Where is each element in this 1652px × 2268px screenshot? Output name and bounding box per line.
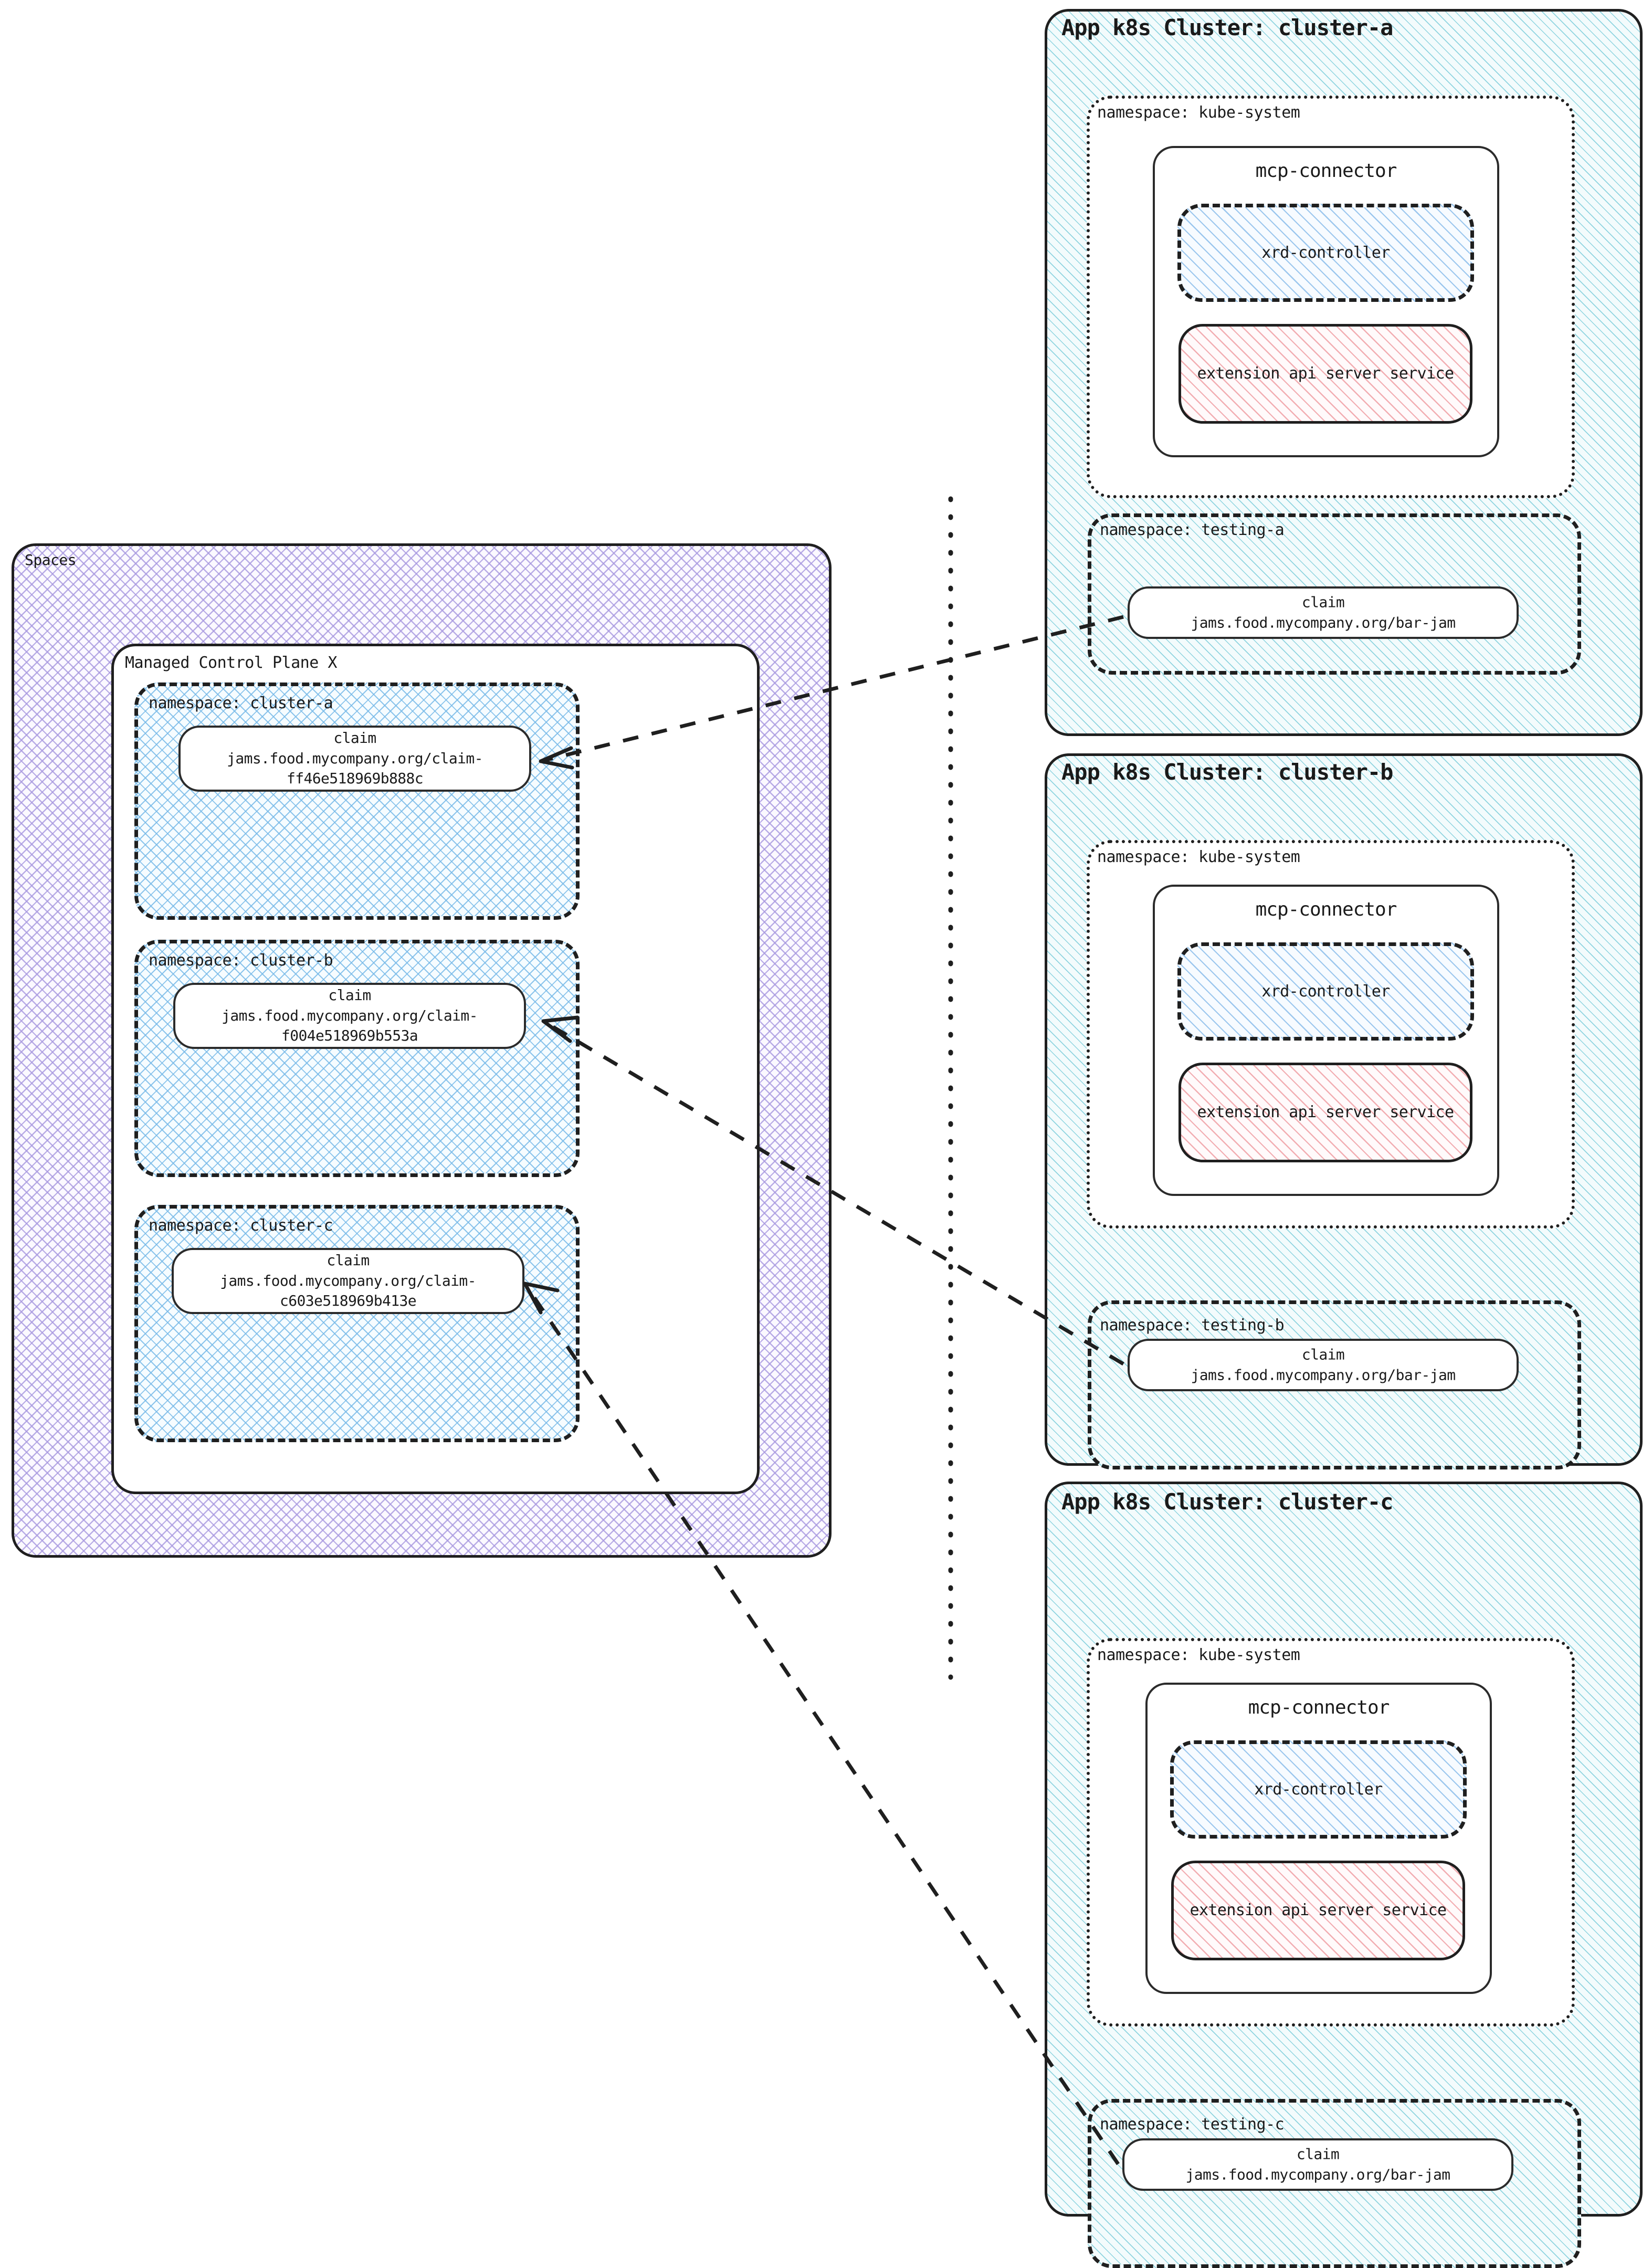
claim-name-line1: jams.food.mycompany.org/claim-	[222, 1006, 478, 1024]
cluster-c-mcp-connector-title: mcp-connector	[1248, 1697, 1390, 1718]
cluster-b-kube-system-label: namespace: kube-system	[1097, 848, 1300, 866]
cluster-b-mcp-connector-title: mcp-connector	[1255, 899, 1397, 920]
claim-kind: claim	[1301, 1346, 1345, 1363]
cluster-b-bar-jam-claim-text: claim jams.food.mycompany.org/bar-jam	[1130, 1345, 1517, 1385]
cluster-a-testing-namespace-label: namespace: testing-a	[1100, 521, 1285, 539]
claim-name-line2: f004e518969b553a	[281, 1027, 418, 1045]
cluster-a-extension-api-server: extension api server service	[1179, 324, 1472, 424]
cluster-a-extension-api-server-label: extension api server service	[1181, 363, 1470, 385]
namespace-cluster-a	[134, 682, 580, 920]
claim-node-cluster-a-text: claim jams.food.mycompany.org/claim- ff4…	[181, 728, 529, 789]
claim-kind: claim	[1301, 593, 1345, 611]
namespace-cluster-c	[134, 1205, 580, 1442]
namespace-cluster-c-label: namespace: cluster-c	[149, 1216, 333, 1235]
namespace-cluster-a-label: namespace: cluster-a	[149, 694, 333, 712]
cluster-a-xrd-controller-label: xrd-controller	[1261, 243, 1390, 262]
cluster-b-extension-api-server-label: extension api server service	[1181, 1102, 1470, 1124]
cluster-c-extension-api-server: extension api server service	[1171, 1861, 1465, 1960]
cluster-b-xrd-controller-label: xrd-controller	[1261, 982, 1390, 1001]
app-cluster-a-title: App k8s Cluster: cluster-a	[1061, 15, 1393, 40]
claim-kind: claim	[333, 729, 376, 747]
ext-api-line2: service	[1382, 1900, 1447, 1919]
cluster-a-bar-jam-claim-text: claim jams.food.mycompany.org/bar-jam	[1130, 592, 1517, 633]
cluster-c-xrd-controller-label: xrd-controller	[1254, 1780, 1383, 1799]
ext-api-line1: extension api server	[1197, 1102, 1381, 1121]
spaces-label: Spaces	[25, 551, 77, 569]
claim-name-line2: ff46e518969b888c	[286, 770, 424, 788]
claim-node-cluster-c-text: claim jams.food.mycompany.org/claim- c60…	[174, 1251, 522, 1311]
cluster-a-kube-system-label: namespace: kube-system	[1097, 103, 1300, 122]
cluster-a-mcp-connector-title: mcp-connector	[1255, 160, 1397, 182]
cluster-c-extension-api-server-label: extension api server service	[1174, 1900, 1462, 1922]
claim-name: jams.food.mycompany.org/bar-jam	[1185, 2166, 1451, 2183]
claim-name-line1: jams.food.mycompany.org/claim-	[227, 749, 483, 767]
ext-api-line2: service	[1390, 364, 1454, 383]
claim-kind: claim	[1296, 2145, 1340, 2163]
claim-name: jams.food.mycompany.org/bar-jam	[1191, 1366, 1456, 1383]
claim-node-cluster-b[interactable]: claim jams.food.mycompany.org/claim- f00…	[173, 983, 526, 1049]
namespace-cluster-b-label: namespace: cluster-b	[149, 951, 333, 970]
claim-name-line2: c603e518969b413e	[279, 1292, 417, 1310]
cluster-c-xrd-controller: xrd-controller	[1170, 1740, 1467, 1839]
cluster-a-bar-jam-claim[interactable]: claim jams.food.mycompany.org/bar-jam	[1128, 586, 1519, 639]
ext-api-line1: extension api server	[1190, 1900, 1374, 1919]
claim-node-cluster-a[interactable]: claim jams.food.mycompany.org/claim- ff4…	[178, 726, 531, 792]
namespace-cluster-b	[134, 940, 580, 1177]
cluster-c-kube-system-label: namespace: kube-system	[1097, 1646, 1300, 1664]
claim-name: jams.food.mycompany.org/bar-jam	[1191, 614, 1456, 631]
cluster-c-testing-namespace-label: namespace: testing-c	[1100, 2115, 1285, 2134]
claim-name-line1: jams.food.mycompany.org/claim-	[220, 1272, 476, 1289]
cluster-a-xrd-controller: xrd-controller	[1177, 204, 1474, 302]
cluster-c-bar-jam-claim-text: claim jams.food.mycompany.org/bar-jam	[1124, 2144, 1511, 2185]
cluster-b-xrd-controller: xrd-controller	[1177, 942, 1474, 1041]
ext-api-line1: extension api server	[1197, 364, 1381, 383]
claim-node-cluster-c[interactable]: claim jams.food.mycompany.org/claim- c60…	[172, 1248, 524, 1314]
cluster-b-testing-namespace-label: namespace: testing-b	[1100, 1316, 1285, 1335]
cluster-b-extension-api-server: extension api server service	[1179, 1063, 1472, 1162]
cluster-c-bar-jam-claim[interactable]: claim jams.food.mycompany.org/bar-jam	[1122, 2138, 1513, 2191]
app-cluster-b-title: App k8s Cluster: cluster-b	[1061, 759, 1393, 785]
cluster-b-bar-jam-claim[interactable]: claim jams.food.mycompany.org/bar-jam	[1128, 1339, 1519, 1391]
managed-control-plane-label: Managed Control Plane X	[125, 654, 337, 672]
claim-kind: claim	[328, 986, 371, 1004]
ext-api-line2: service	[1390, 1102, 1454, 1121]
claim-kind: claim	[327, 1252, 370, 1269]
claim-node-cluster-b-text: claim jams.food.mycompany.org/claim- f00…	[175, 985, 524, 1046]
app-cluster-c-title: App k8s Cluster: cluster-c	[1061, 1489, 1393, 1515]
